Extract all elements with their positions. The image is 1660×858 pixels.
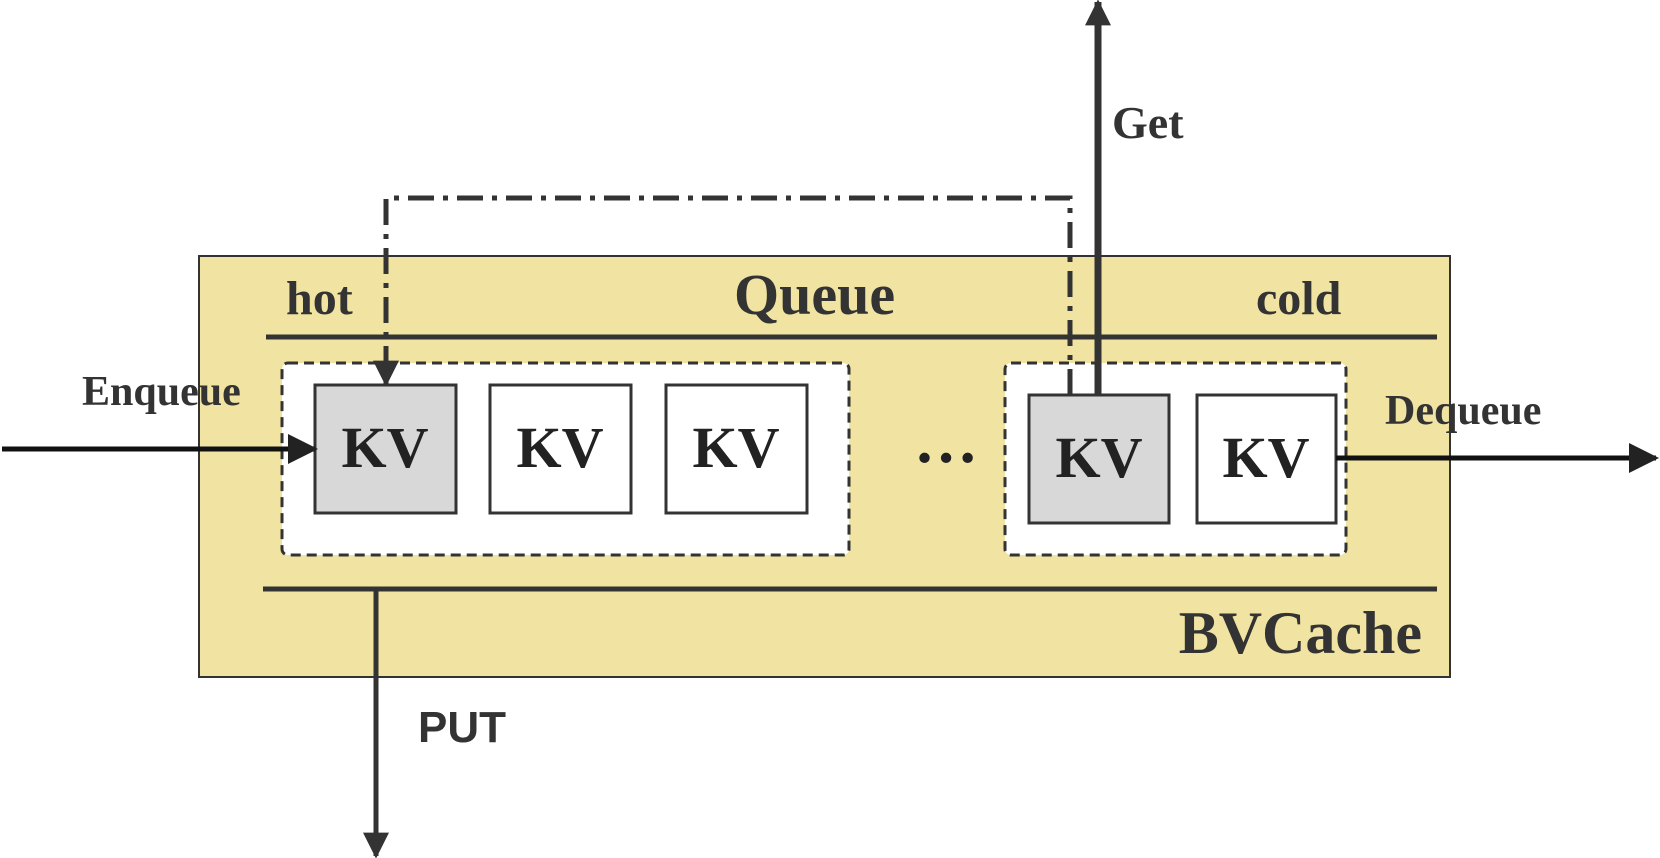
- kv-block-label: KV: [517, 415, 604, 480]
- kv-block-label: KV: [1056, 425, 1143, 490]
- kv-block: KV: [488, 383, 633, 515]
- kv-block: KV: [313, 383, 458, 515]
- kv-block-rect: [664, 383, 809, 515]
- hot-label: hot: [286, 272, 353, 325]
- kv-block-label: KV: [693, 415, 780, 480]
- kv-block-rect: [1027, 393, 1171, 525]
- promotion-path: [373, 195, 1073, 395]
- kv-block: KV: [1195, 393, 1338, 525]
- queue-label: Queue: [734, 262, 895, 327]
- kv-block-rect: [1195, 393, 1338, 525]
- cold-label: cold: [1256, 272, 1342, 325]
- ellipsis: …: [914, 405, 978, 476]
- put-label: PUT: [418, 703, 506, 752]
- enqueue-label: Enqueue: [82, 369, 241, 415]
- kv-block: KV: [664, 383, 809, 515]
- get-label: Get: [1112, 97, 1184, 148]
- kv-block-label: KV: [1223, 425, 1310, 490]
- bvcache-label: BVCache: [1179, 600, 1422, 666]
- kv-block-label: KV: [342, 415, 429, 480]
- kv-block: KV: [1027, 393, 1171, 525]
- kv-block-rect: [313, 383, 458, 515]
- kv-block-rect: [488, 383, 633, 515]
- dequeue-label: Dequeue: [1385, 388, 1541, 434]
